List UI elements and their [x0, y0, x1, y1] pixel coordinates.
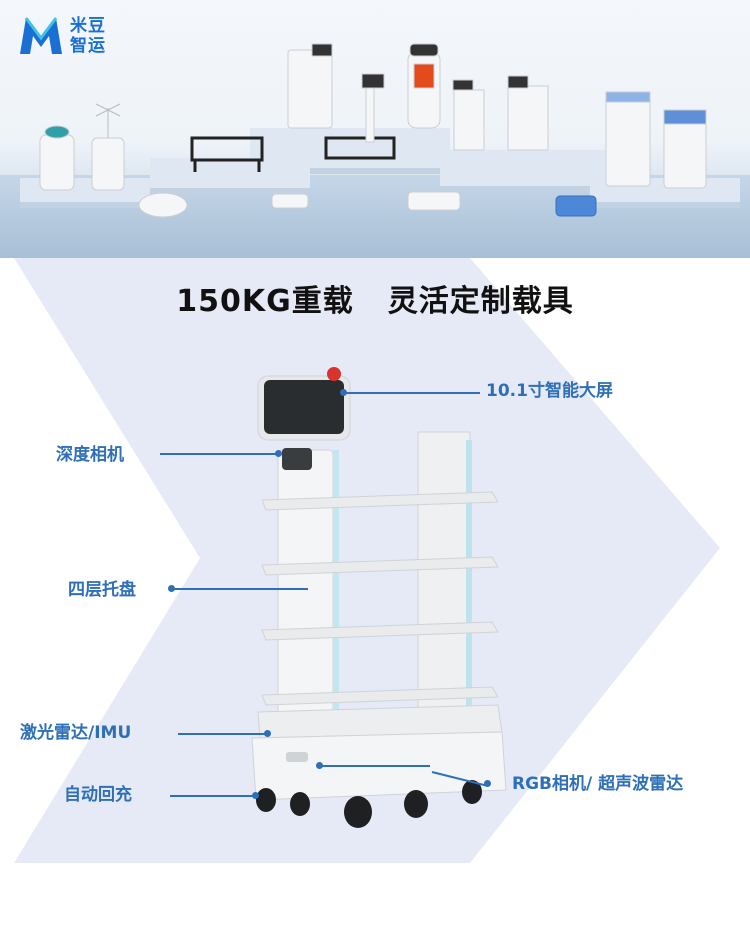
headline-part2: 灵活定制载具 — [387, 284, 574, 319]
callout-screen-dot — [340, 389, 347, 396]
callout-screen-label: 10.1寸智能大屏 — [486, 381, 613, 401]
callout-rgb-ultrasonic-line — [320, 765, 430, 767]
callout-auto-charge-line — [170, 795, 256, 797]
callout-auto-charge-dot — [252, 792, 259, 799]
m-logo-icon — [20, 17, 62, 54]
callout-rgb-ultrasonic-label: RGB相机/ 超声波雷达 — [512, 774, 684, 794]
brand-name-line2: 智运 — [70, 36, 106, 56]
callout-depth-camera-label: 深度相机 — [56, 445, 124, 465]
callout-lidar-imu-line — [178, 733, 268, 735]
plinth — [150, 158, 310, 194]
callout-lidar-imu-label: 激光雷达/IMU — [20, 723, 132, 743]
callout-depth-camera-line — [160, 453, 278, 455]
callout-auto-charge-label: 自动回充 — [64, 785, 132, 805]
callout-trays-line — [172, 588, 308, 590]
callout-rgb-ultrasonic-dot — [484, 780, 491, 787]
callout-screen-line — [344, 392, 480, 394]
delivery-robot-illustration — [251, 367, 507, 828]
callout-lidar-imu-dot — [264, 730, 271, 737]
brand-name-line1: 米豆 — [70, 16, 106, 36]
brand-logo: 米豆 智运 — [18, 14, 133, 60]
robot-lineup — [39, 43, 707, 218]
callout-trays-label: 四层托盘 — [68, 580, 136, 600]
headline: 150KG重载灵活定制载具 — [0, 276, 750, 320]
callout-trays-dot — [168, 585, 175, 592]
robot-lineup-showcase: 米豆 智运 — [0, 0, 750, 258]
headline-part1: 150KG重载 — [176, 284, 354, 319]
callout-depth-camera-dot — [275, 450, 282, 457]
callout-rgb-ultrasonic-dot — [316, 762, 323, 769]
chevron-arrow-background — [14, 258, 720, 863]
